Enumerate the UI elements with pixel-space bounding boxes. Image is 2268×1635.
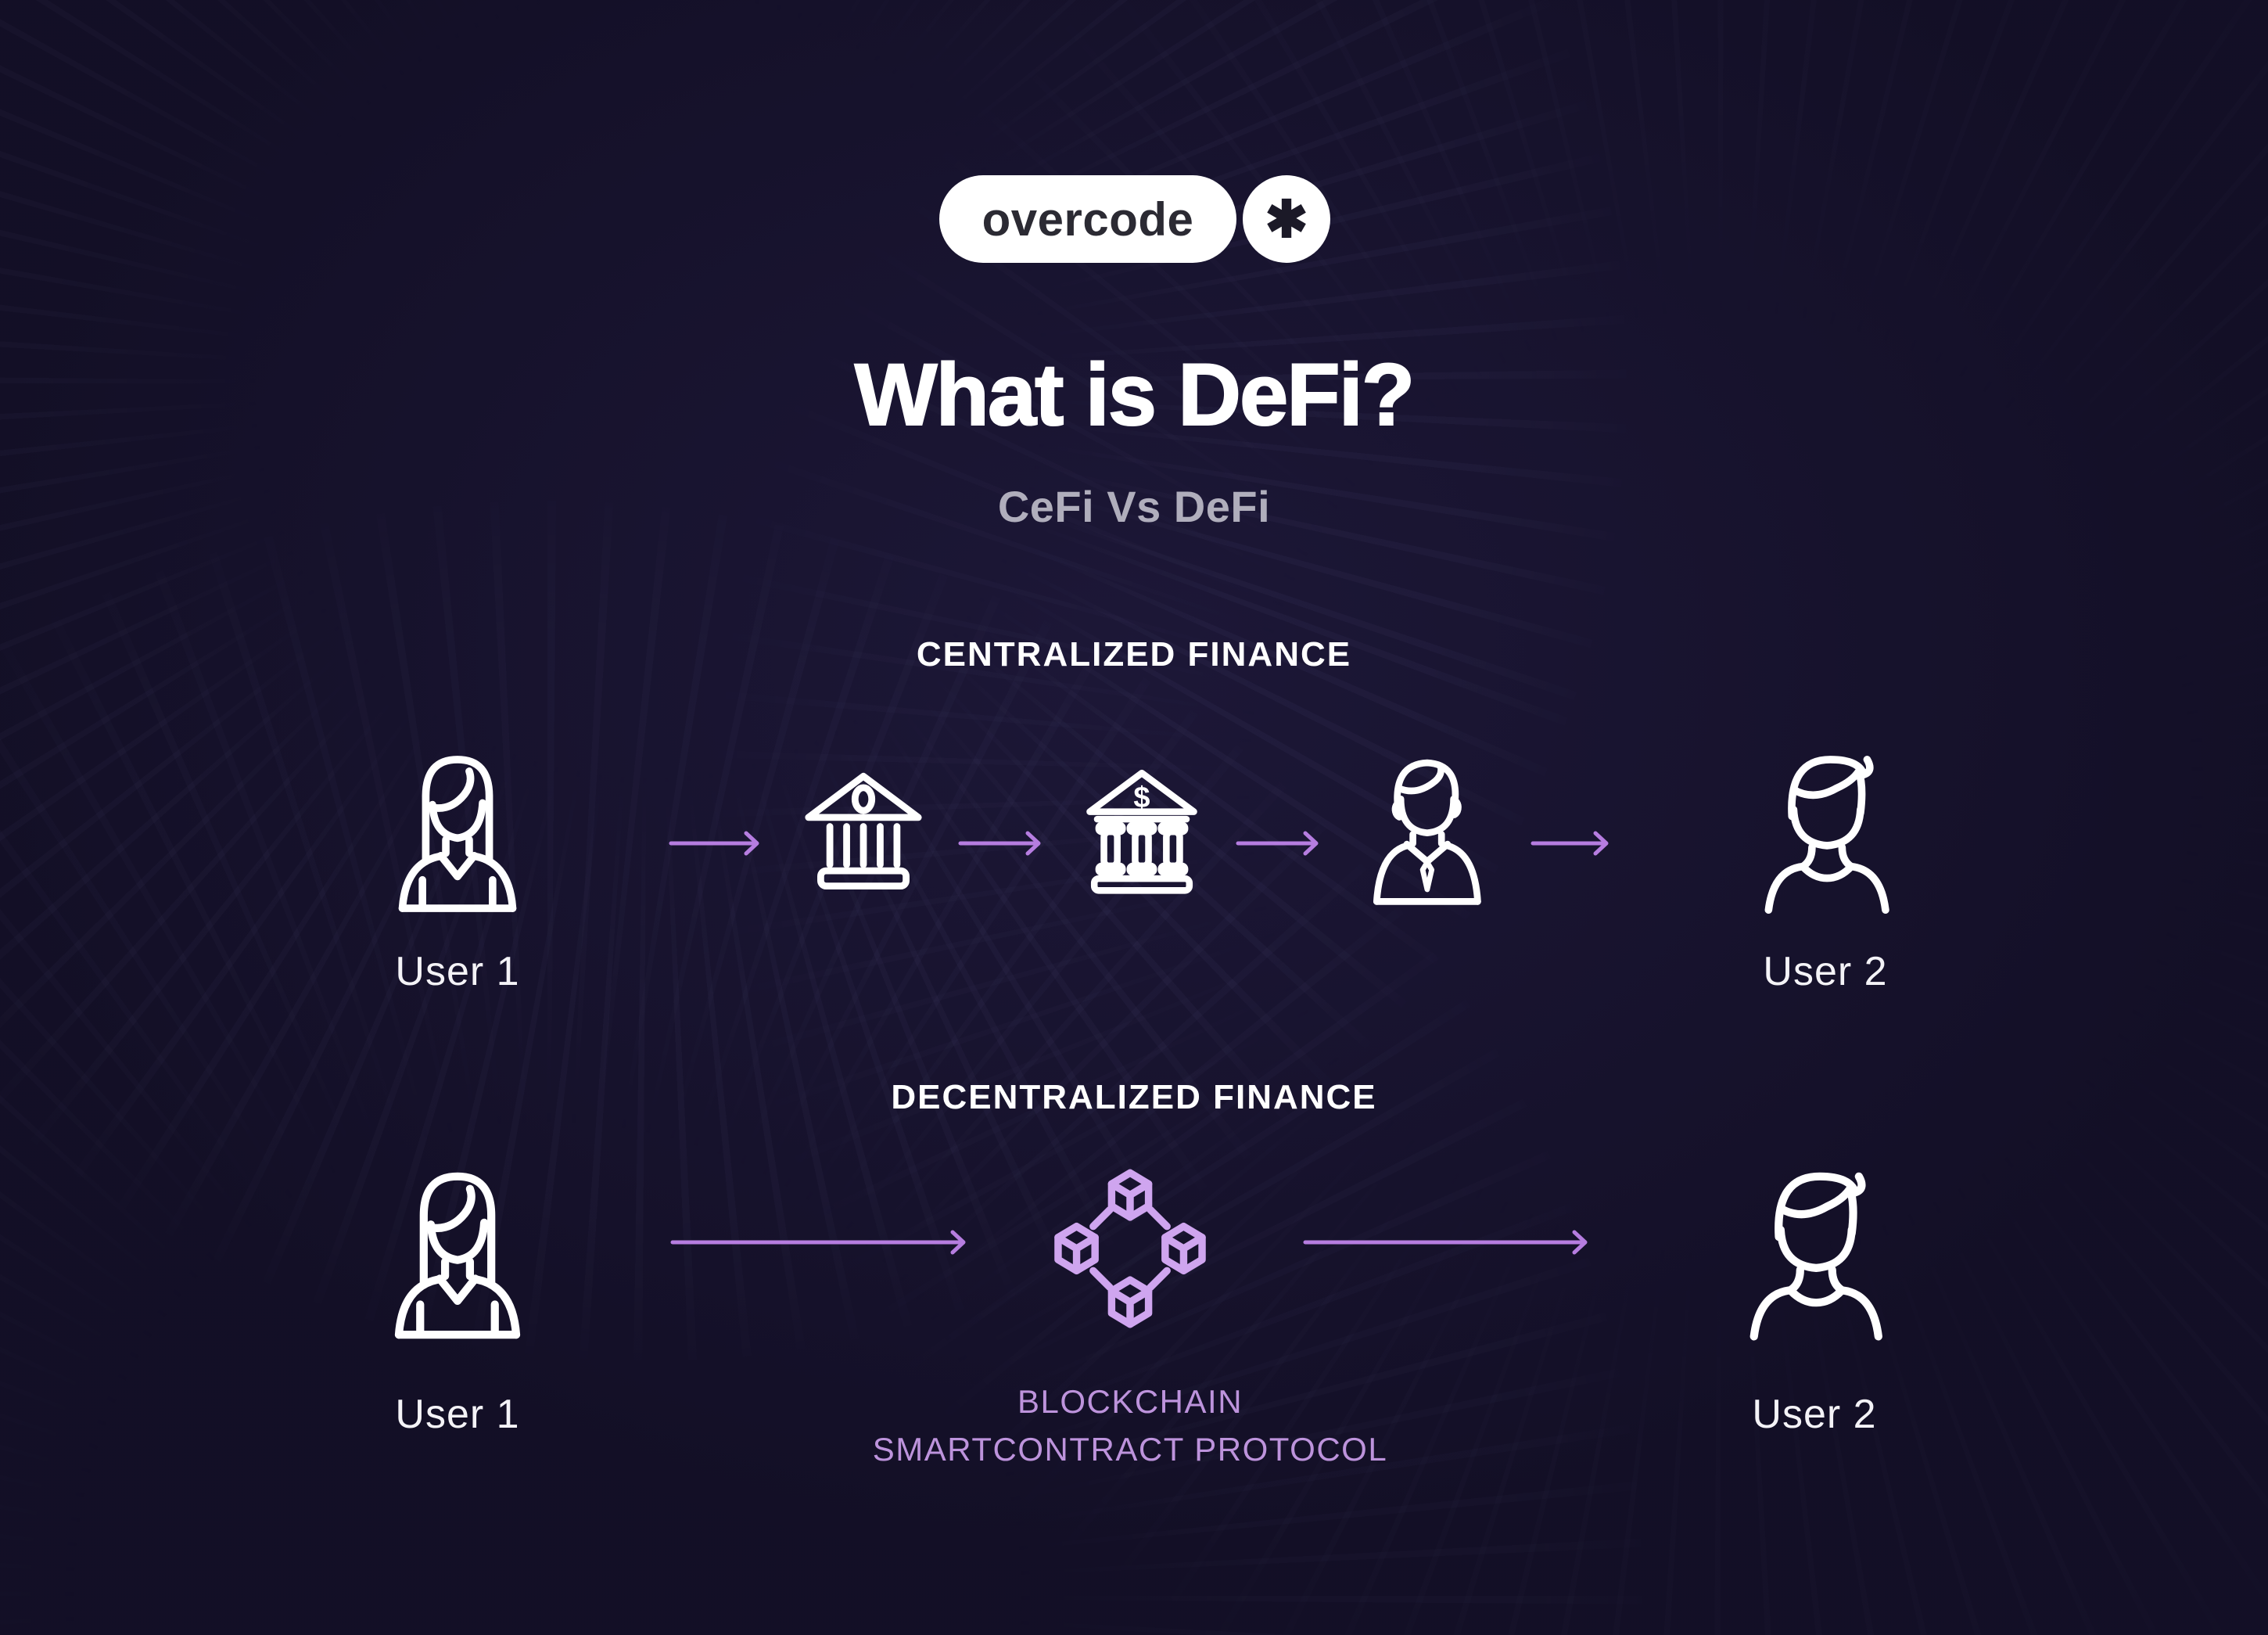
logo-text: overcode	[981, 192, 1194, 246]
protocol-label-line2: SMARTCONTRACT PROTOCOL	[872, 1430, 1388, 1468]
woman-user-icon	[398, 756, 517, 912]
blockchain-icon	[1054, 1169, 1206, 1328]
cefi-user1-label: User 1	[395, 949, 520, 994]
defi-user2-label: User 2	[1752, 1392, 1877, 1437]
bank-dollar-icon: $	[1086, 769, 1197, 894]
bank-icon	[805, 772, 922, 889]
banker-icon	[1373, 759, 1481, 905]
defi-section-heading: DECENTRALIZED FINANCE	[891, 1078, 1377, 1116]
background-swirl-pattern	[0, 0, 1627, 1361]
cefi-banker-node	[1348, 743, 1502, 909]
dollar-sign-glyph: $	[1133, 782, 1150, 814]
woman-user-icon	[394, 1172, 521, 1339]
flow-arrow	[1303, 1227, 1597, 1258]
page-subtitle: CeFi Vs DeFi	[997, 482, 1271, 531]
man-user-icon	[1749, 1172, 1882, 1341]
defi-user1-label: User 1	[395, 1392, 520, 1437]
flow-arrow	[958, 828, 1050, 859]
cefi-central-bank-node: $	[1068, 752, 1216, 904]
defi-user2-node	[1722, 1152, 1907, 1347]
logo-asterisk-badge: ✱	[1243, 175, 1330, 263]
cefi-user2-label: User 2	[1763, 949, 1888, 994]
defi-user1-node	[366, 1152, 549, 1347]
cefi-user1-node	[371, 736, 544, 920]
flow-arrow	[669, 828, 769, 859]
defi-blockchain-node	[1038, 1156, 1222, 1341]
logo: overcode ✱	[939, 175, 1330, 263]
page-title: What is DeFi?	[854, 345, 1416, 444]
cefi-user2-node	[1739, 736, 1911, 920]
protocol-label-line1: BLOCKCHAIN	[1017, 1383, 1243, 1420]
flow-arrow	[1531, 828, 1618, 859]
logo-pill: overcode	[939, 175, 1236, 263]
cefi-bank-node	[785, 752, 942, 904]
defi-protocol-label: BLOCKCHAIN SMARTCONTRACT PROTOCOL	[849, 1378, 1412, 1474]
flow-arrow	[1236, 828, 1328, 859]
asterisk-icon: ✱	[1265, 190, 1308, 248]
man-user-icon	[1764, 756, 1889, 914]
cefi-section-heading: CENTRALIZED FINANCE	[916, 635, 1352, 674]
flow-arrow	[670, 1227, 975, 1258]
